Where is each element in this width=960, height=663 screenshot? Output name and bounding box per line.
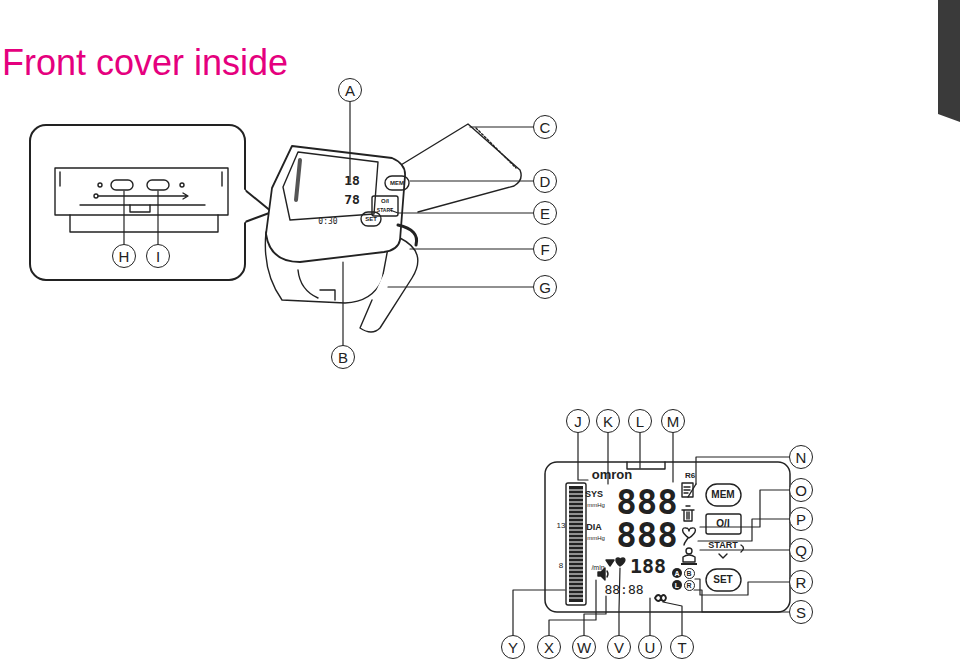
mode-letter: L [672,580,682,590]
bar-segment [569,518,583,519]
display-text: 13 [557,522,566,530]
bar-segment [569,562,583,563]
callout-letter: B [331,345,355,369]
callout-letter: K [596,409,620,433]
callout-letter: X [537,635,561,659]
bar-segment [569,598,583,599]
display-text: 888 [616,485,677,519]
display-text: mmHg [587,535,605,541]
bar-segment [569,498,583,499]
bar-segment [569,494,583,495]
callout-letter: C [533,115,557,139]
bar-segment [569,566,583,567]
display-text: SYS [585,490,603,499]
display-text: R6 [685,472,695,480]
display-text: 8 [559,562,563,570]
bar-segment [569,570,583,571]
bar-segment [569,574,583,575]
bar-segment [569,558,583,559]
callout-letter: V [607,635,631,659]
bar-segment [569,490,583,491]
callout-letter: F [533,237,557,261]
bar-segment [569,582,583,583]
bar-segment [569,514,583,515]
mode-letter: A [672,568,682,578]
display-text: MEM [390,180,404,186]
bar-segment [569,530,583,531]
callout-letter: Y [501,635,525,659]
display-text: 18 [344,174,360,187]
mode-letter: B [684,568,695,579]
display-text: START [377,208,393,213]
bar-segment [569,510,583,511]
display-text: DIA [586,523,602,532]
bar-segment [569,594,583,595]
callout-letter: E [533,201,557,225]
display-text: 188 [630,556,666,576]
bar-segment [569,502,583,503]
callout-letter: Q [789,538,813,562]
display-text: START [708,541,737,550]
callout-letter: T [670,635,694,659]
callout-letter: H [112,244,136,268]
display-text: /min [591,564,604,571]
display-text: mmHg [587,502,605,508]
callout-letter: D [533,169,557,193]
bar-segment [569,538,583,539]
bar-segment [569,506,583,507]
title: Front cover inside [2,45,288,81]
callout-letter: S [789,600,813,624]
display-text: SET [365,216,377,222]
display-text: 88:88 [604,583,643,596]
callout-letter: J [566,409,590,433]
bar-segment [569,578,583,579]
callout-letter: U [638,635,662,659]
callout-letter: M [661,409,685,433]
bar-segment [569,534,583,535]
callout-letter: L [628,409,652,433]
display-text: 0:30 [318,218,337,226]
display-text: 78 [344,193,360,206]
bar-segment [569,550,583,551]
display-text: 888 [616,518,677,552]
callout-letter: G [533,275,557,299]
bar-segment [569,526,583,527]
bar-segment [569,586,583,587]
display-text: O/I [381,198,389,204]
callout-letter: N [789,445,813,469]
bar-segment [569,554,583,555]
callout-letter: P [789,507,813,531]
bar-segment [569,590,583,591]
display-text: SET [713,575,732,585]
bar-segment [569,542,583,543]
callout-letter: A [338,78,362,102]
display-text: O/I [716,519,729,529]
callout-letter: W [572,635,596,659]
callout-letter: I [146,244,170,268]
display-text: omron [592,468,632,481]
bar-segment [569,522,583,523]
callout-letter: R [789,570,813,594]
mode-letter: R [684,580,695,591]
bar-segment [569,546,583,547]
display-text: MEM [711,490,734,500]
callout-letter: O [789,478,813,502]
